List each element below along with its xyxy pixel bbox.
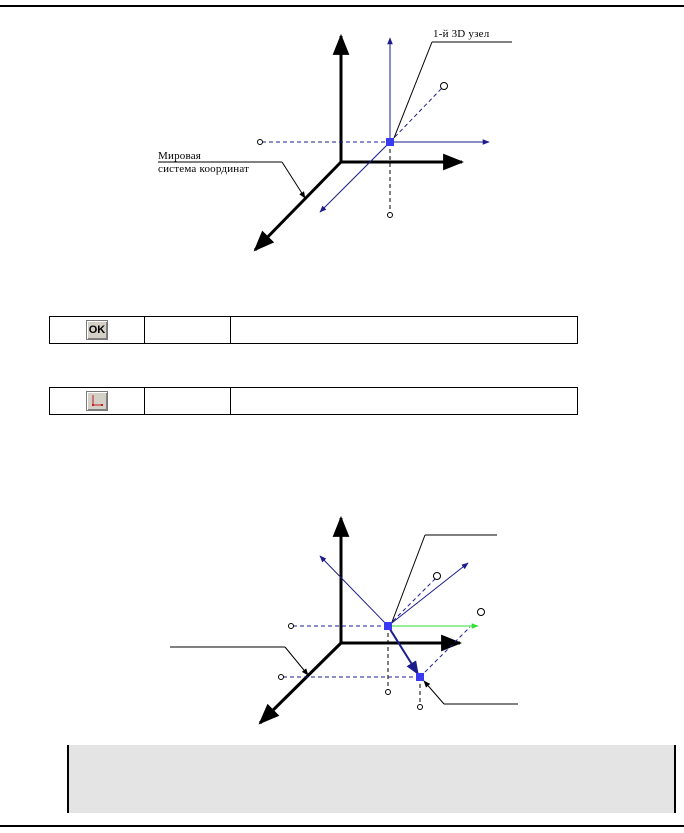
world-cs-label-line2: система координат <box>158 163 250 175</box>
ok-icon: OK <box>88 324 106 336</box>
leader-node <box>393 41 433 139</box>
footer-rule <box>0 825 684 827</box>
end-marker-left <box>257 139 263 145</box>
command-name-cell <box>145 317 231 343</box>
command-table-axes <box>49 387 578 415</box>
icon-cell: OK <box>50 317 145 343</box>
local-axis-y <box>319 141 391 213</box>
command-description-cell <box>231 388 577 414</box>
icon-cell <box>50 388 145 414</box>
ok-button[interactable]: OK <box>86 320 108 340</box>
command-name-cell <box>145 388 231 414</box>
command-table-ok: OK <box>49 316 578 344</box>
coordinate-axes-icon <box>92 395 103 406</box>
dash-diag-projection <box>389 87 443 143</box>
node-1-marker <box>386 138 394 146</box>
command-description-cell <box>231 317 577 343</box>
world-axis-y <box>253 160 343 252</box>
note-box <box>67 745 676 813</box>
coordinate-axes-button[interactable] <box>86 391 108 411</box>
end-marker-diag <box>440 82 448 90</box>
end-marker-bottom <box>387 212 393 218</box>
world-cs-label-line1: Мировая <box>158 150 202 162</box>
figure-world-coordinate-system <box>158 33 512 252</box>
leader-world <box>281 161 306 199</box>
header-rule <box>0 5 684 7</box>
node-label: 1-й 3D узел <box>433 28 490 40</box>
